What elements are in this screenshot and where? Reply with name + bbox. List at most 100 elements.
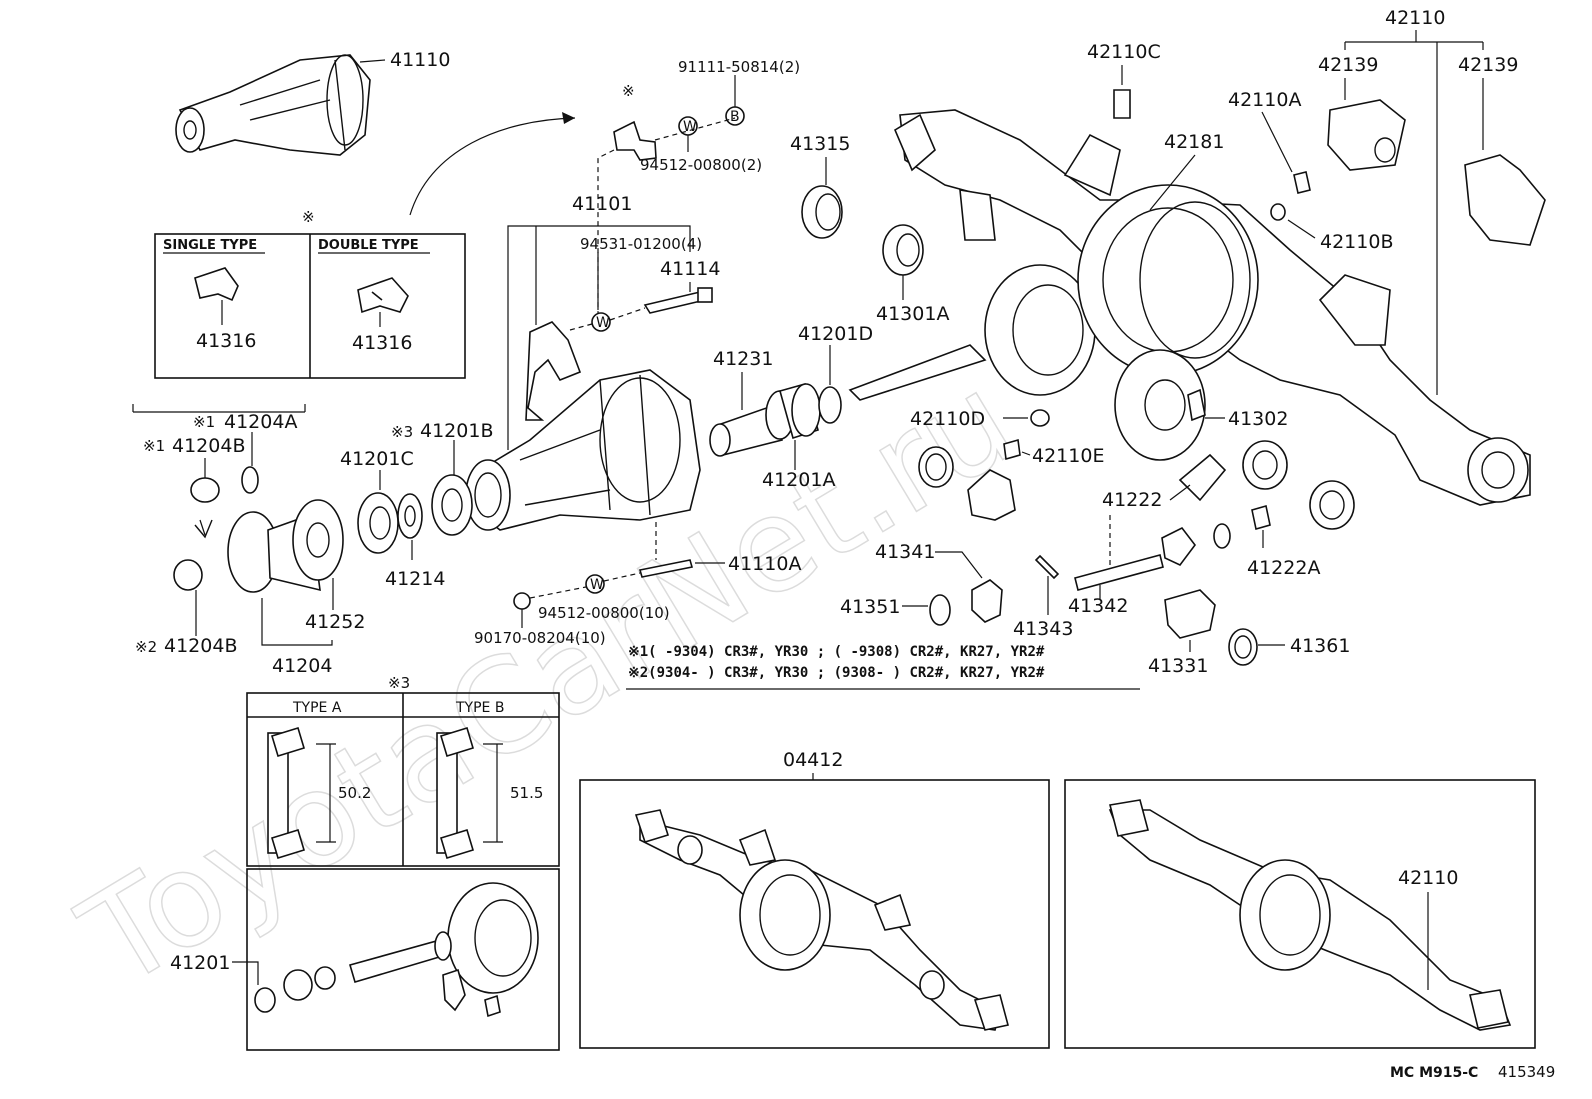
lead-42181 <box>1149 154 1196 211</box>
washer-41101-icon <box>591 312 611 332</box>
washer-41351-icon <box>929 594 951 626</box>
bracket-fastener-dash <box>654 117 736 141</box>
label-42139-b: 42139 <box>1458 54 1518 76</box>
lock-plate-41222-icon <box>1178 453 1227 502</box>
ref1-41204b: ※1 <box>143 437 165 455</box>
type-a-header: TYPE A <box>292 700 342 716</box>
ref-mark-clip: ※ <box>302 208 315 226</box>
bearing-41315-icon <box>801 185 843 239</box>
label-41361: 41361 <box>1290 635 1350 657</box>
bolt-head-icon <box>697 287 713 303</box>
ref1-41204a: ※1 <box>193 413 215 431</box>
label-41315: 41315 <box>790 133 850 155</box>
thrust-washer-left-icon <box>918 446 954 488</box>
washer-41101-glyph: W <box>596 315 610 331</box>
axle-housing-upper <box>893 109 1531 506</box>
label-41222: 41222 <box>1102 489 1162 511</box>
footer-left-code: MC M915-C <box>1390 1065 1478 1081</box>
label-04412: 04412 <box>783 749 843 771</box>
lead-42110a <box>1261 111 1293 173</box>
group-bracket-42110 <box>1344 30 1484 395</box>
label-41252: 41252 <box>305 611 365 633</box>
label-42110d: 42110D <box>910 408 985 430</box>
label-42110e: 42110E <box>1032 445 1104 467</box>
cap-dash <box>569 323 593 331</box>
bearing-type-box <box>246 692 560 867</box>
label-41201d: 41201D <box>798 323 873 345</box>
side-gear-right-icon <box>1161 526 1197 566</box>
gasket-42110b-icon <box>1270 203 1286 221</box>
differential-case-41302 <box>1114 349 1206 461</box>
lead-41201 <box>232 961 259 985</box>
thrust-washer-right-icon <box>1213 523 1231 549</box>
label-41351: 41351 <box>840 596 900 618</box>
label-42110: 42110 <box>1385 7 1445 29</box>
bracket-42139-b-icon <box>1464 154 1546 246</box>
label-41342: 41342 <box>1068 595 1128 617</box>
label-90170: 90170-08204(10) <box>474 629 606 647</box>
nut-41204b-1-icon <box>190 477 220 503</box>
label-41114: 41114 <box>660 258 720 280</box>
type-b-header: TYPE B <box>455 700 504 716</box>
label-41222a: 41222A <box>1247 557 1320 579</box>
bearing-cap-icon <box>525 321 582 421</box>
pinion-shaft-41342-icon <box>1074 554 1164 591</box>
lead-41341 <box>935 551 983 579</box>
bracket-42139-a-icon <box>1327 99 1406 171</box>
label-41201c: 41201C <box>340 448 414 470</box>
ring-pinion-box <box>246 868 560 1051</box>
group-bracket-41204b <box>132 404 306 413</box>
box-04412 <box>579 779 1050 1049</box>
pinion-gear-41341-icon <box>971 579 1003 623</box>
double-type-header: DOUBLE TYPE <box>318 238 419 253</box>
nut-41204b-2-icon <box>173 559 203 591</box>
washer-41201d-icon <box>818 386 842 424</box>
note-line-2: ※2(9304- ) CR3#, YR30 ; (9308- ) CR2#, K… <box>628 665 1045 681</box>
label-41331: 41331 <box>1148 655 1208 677</box>
lead-42110b <box>1287 219 1316 239</box>
arrow-down-lead <box>199 519 206 536</box>
arrow-head-icon <box>562 112 575 124</box>
label-41201: 41201 <box>170 952 230 974</box>
label-41201a: 41201A <box>762 469 835 491</box>
bearing-type-a-section <box>267 726 336 860</box>
bolt-glyph: B <box>730 109 740 125</box>
pin-41343-icon <box>1034 554 1060 580</box>
label-42139-a: 42139 <box>1318 54 1378 76</box>
clip-type-box <box>154 233 466 379</box>
label-41204a: 41204A <box>224 411 297 433</box>
label-42110-lower: 42110 <box>1398 867 1458 889</box>
side-gear-41331-icon <box>1164 589 1216 639</box>
ring-gear-pinion <box>848 264 1096 401</box>
washer-glyph: W <box>683 119 697 135</box>
label-94512-b: 94512-00800(10) <box>538 604 670 622</box>
ref3-bearing-box: ※3 <box>388 674 410 692</box>
stud-41110a-icon <box>638 559 694 578</box>
label-41101: 41101 <box>572 193 632 215</box>
bracket-clip-icon <box>613 120 657 161</box>
single-type-header: SINGLE TYPE <box>163 238 257 253</box>
label-94512-a: 94512-00800(2) <box>640 156 762 174</box>
dim-type-a: 50.2 <box>338 784 371 802</box>
side-bearing-right-icon <box>1242 440 1288 490</box>
nut-stud-icon <box>513 592 531 610</box>
double-clip-part: 41316 <box>352 332 412 354</box>
nut-washer-dash <box>529 572 641 599</box>
chevron-down-icon <box>194 519 213 539</box>
label-41110a: 41110A <box>728 553 801 575</box>
bearing-type-b-section <box>436 726 503 860</box>
label-41214: 41214 <box>385 568 445 590</box>
companion-flange-41252 <box>227 499 344 593</box>
label-41231: 41231 <box>713 348 773 370</box>
label-91111: 91111-50814(2) <box>678 58 800 76</box>
label-41343: 41343 <box>1013 618 1073 640</box>
carrier-assembly-41110 <box>175 54 386 156</box>
label-41201b: 41201B <box>420 420 493 442</box>
plug-42110a-icon <box>1293 171 1311 194</box>
label-42181: 42181 <box>1164 131 1224 153</box>
side-gear-left-icon <box>967 469 1016 521</box>
spacer-41214-icon <box>397 493 423 539</box>
box-42110 <box>1064 779 1536 1049</box>
ref2-41204b: ※2 <box>135 638 157 656</box>
single-clip-icon <box>194 267 239 302</box>
